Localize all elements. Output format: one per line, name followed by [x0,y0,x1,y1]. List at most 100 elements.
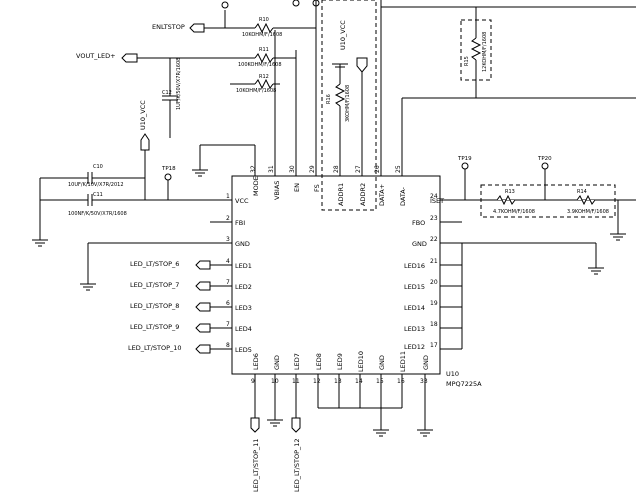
left-pins: 1 VCC 2 FBI 3 GND 4 LED1 7 LED2 6 LED3 7… [88,193,252,354]
testpoint-tp21 [221,1,229,9]
chip-part: MPQ7225A [446,380,482,388]
bottom-pins: 9 LED6 10 GND 11 LED7 12 LED8 13 LED9 14… [251,351,430,430]
pin-name-led6: LED6 [252,353,260,370]
led-bottom-label-12: LED_LT/STOP_12 [293,438,301,492]
pin-name-fbo: FBO [412,219,425,227]
enltstop-net: ENLTSTOP R10 10KOHM/F/1608 [152,1,316,38]
pin-num-16: 16 [397,378,405,385]
testpoint-tp19 [461,162,469,170]
chip-ref: U10 [446,370,459,378]
chip-body [231,175,441,375]
enltstop-label: ENLTSTOP [152,23,185,31]
pin-num-9: 9 [251,378,255,385]
resistor-r11 [254,52,274,64]
u10-vcc-left: U10_VCC [139,100,150,200]
pin-num-13: 13 [334,378,342,385]
pin-name-led9: LED9 [336,353,344,370]
pin-name-iset: ISET [430,197,444,205]
pin-num-2: 2 [226,215,230,222]
r12-net: R12 10KOHM/F/1608 [230,0,320,94]
c12-value: 1UF/K/50V/X7R/1608 [176,58,182,110]
pin-num-12: 12 [313,378,321,385]
led-bottom-connector-11 [250,417,260,433]
r15-network: R15 12KOHM/F/1608 [464,7,488,98]
pin-num-6: 6 [226,300,230,307]
c11-value: 100NF/K/50V/X7R/1608 [68,211,127,217]
pin-name-led15: LED15 [404,283,425,291]
pin-num-27: 27 [355,165,362,173]
r10-ref: R10 [259,17,269,23]
pin-name-gnd-b10: GND [273,355,281,370]
tp18-label: TP18 [161,166,176,172]
top-pins: 32 MODE 31 VBIAS 30 EN 29 FS 28 ADDR1 27… [250,0,407,206]
led-left-connector-8 [195,302,211,312]
pin-name-vcc: VCC [235,197,249,205]
pin-num-17: 17 [430,342,438,349]
c12-ref: C12 [162,90,172,96]
pin-num-33: 33 [420,378,428,385]
pin-num-25: 25 [395,165,402,173]
vcc-caps: C10 10UF/K/10V/X7R/2012 C11 100NF/K/50V/… [32,164,190,247]
pin-num-31: 31 [268,165,275,173]
iset-dashed-box [480,184,616,218]
enltstop-connector [189,23,205,33]
c10-ref: C10 [93,164,103,170]
addr-dashed-box [321,0,377,211]
pin-name-led11: LED11 [399,351,407,372]
pin-num-24: 24 [430,193,438,200]
u10-vcc-left-label: U10_VCC [139,100,147,130]
resistor-r16 [334,83,346,107]
r13-ref: R13 [505,189,515,195]
led-left-connector-7 [195,281,211,291]
r16-value: 3KOHM/F/1608 [345,85,351,122]
r15-value: 12KOHM/F/1608 [482,32,488,72]
r16-ref: R16 [326,94,332,104]
pin-num-23: 23 [430,215,438,222]
gnd-left-ground [80,243,96,291]
pin-name-en: EN [293,183,301,192]
pin-name-led7: LED7 [293,353,301,370]
pin-name-mode: MODE [252,176,260,196]
tp20-label: TP20 [537,156,552,162]
testpoint-tp20 [541,162,549,170]
u10-vcc-left-connector [140,133,150,151]
resistor-r12 [254,78,274,90]
r11-ref: R11 [259,47,269,53]
pin-name-led16: LED16 [404,262,425,270]
r12-ref: R12 [259,74,269,80]
pin-num-15: 15 [376,378,384,385]
pin-num-7: 7 [226,321,230,328]
testpoint-tp18 [164,173,172,181]
pin-num-8: 8 [226,342,230,349]
pin-num-28: 28 [333,165,340,173]
pin-name-led8: LED8 [315,353,323,370]
r10-value: 10KOHM/F/1608 [242,32,282,38]
r11-value: 100KOHM/F/1608 [238,62,282,68]
pin-num-22: 22 [430,236,438,243]
left-led-connectors: LED_LT/STOP_6 LED_LT/STOP_7 LED_LT/STOP_… [128,260,211,354]
u10-vcc-top-connector [356,57,368,73]
addr-network: U10_VCC R16 3KOHM/F/1608 [326,20,368,158]
pin-name-led5: LED5 [235,346,252,354]
resistor-r10 [254,22,274,34]
pin-name-led4: LED4 [235,325,252,333]
pin-num-14: 14 [355,378,363,385]
pin-name-led13: LED13 [404,325,425,333]
bottom-connectors: LED_LT/STOP_11 LED_LT/STOP_12 [250,417,301,492]
pin-num-26: 26 [374,165,381,173]
r14-value: 3.9KOHM/F/1608 [567,209,609,215]
pin-num-5: 7 [226,279,230,286]
pin-name-gnd-left: GND [235,240,250,248]
r14-ref: R14 [577,189,587,195]
pin-name-data-minus: DATA- [399,186,407,206]
pin-num-21: 21 [430,258,438,265]
pin-num-19: 19 [430,300,438,307]
r13-value: 4.7KOHM/F/1608 [493,209,535,215]
resistor-r14 [576,194,596,206]
vout-led-net: VOUT_LED+ R11 100KOHM/F/1608 C12 1UF/K/5… [76,47,296,138]
pin-num-10: 10 [271,378,279,385]
tp19-label: TP19 [457,156,472,162]
right-pins: ISET 24 FBO 23 GND 22 LED16 21 LED15 20 … [404,193,636,351]
pin-name-addr1: ADDR1 [337,183,345,206]
iset-network: TP19 TP20 R13 4.7KOHM/F/1608 R14 3.9KOHM… [457,156,626,241]
